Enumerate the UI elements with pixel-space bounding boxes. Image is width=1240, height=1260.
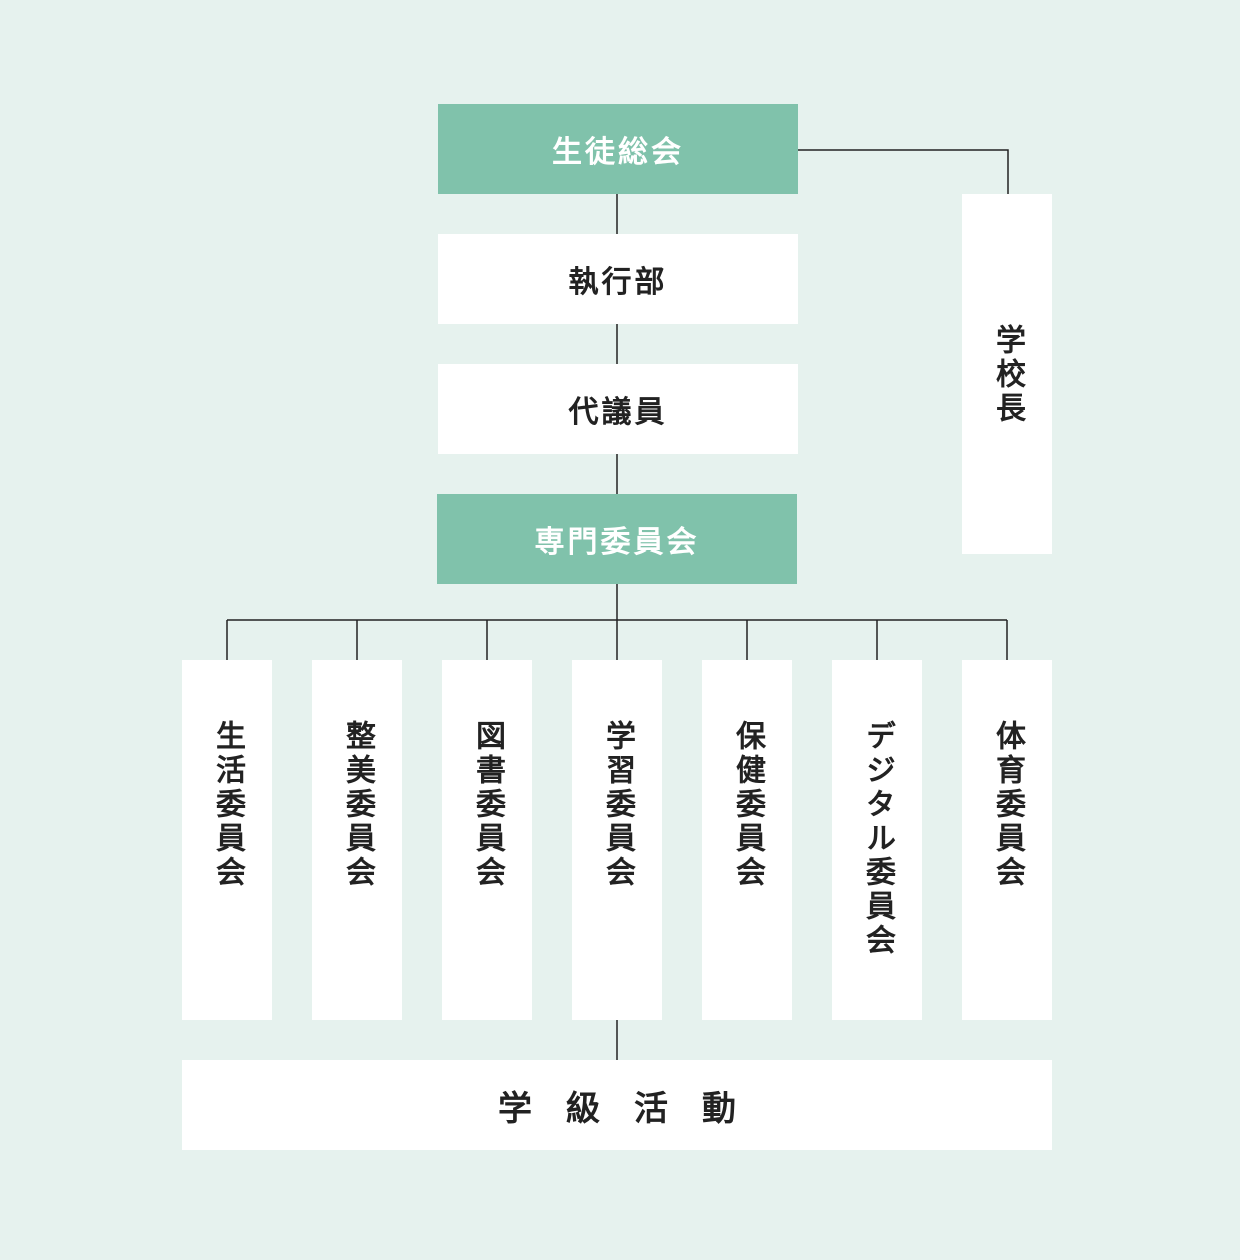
committee-label: 保健委員会 [730, 720, 765, 890]
class-activities-box: 学級活動 [182, 1060, 1052, 1150]
committees-header-label: 専門委員会 [534, 525, 700, 560]
committee-box-taiiku: 体育委員会 [962, 660, 1052, 1020]
general-assembly-label: 生徒総会 [552, 135, 684, 170]
representatives-box: 代議員 [438, 364, 798, 454]
committee-label: 整美委員会 [340, 720, 375, 890]
committee-label: 図書委員会 [470, 720, 505, 890]
committee-box-tosho: 図書委員会 [442, 660, 532, 1020]
committee-box-seikatsu: 生活委員会 [182, 660, 272, 1020]
committees-header-box: 専門委員会 [437, 494, 797, 584]
principal-box: 学校長 [962, 194, 1052, 554]
executive-box: 執行部 [438, 234, 798, 324]
committee-box-digital: デジタル委員会 [832, 660, 922, 1020]
representatives-label: 代議員 [568, 395, 668, 430]
committee-label: 学習委員会 [600, 720, 635, 890]
committee-box-hoken: 保健委員会 [702, 660, 792, 1020]
class-activities-label: 学級活動 [498, 1088, 770, 1129]
committee-label: 体育委員会 [990, 720, 1025, 890]
committee-label: 生活委員会 [210, 720, 245, 890]
committee-box-seibi: 整美委員会 [312, 660, 402, 1020]
general-assembly-box: 生徒総会 [438, 104, 798, 194]
principal-label: 学校長 [990, 324, 1025, 426]
committee-label: デジタル委員会 [860, 720, 895, 958]
committee-box-gakushu: 学習委員会 [572, 660, 662, 1020]
line-assembly-principal [798, 149, 1009, 194]
executive-label: 執行部 [568, 265, 668, 300]
